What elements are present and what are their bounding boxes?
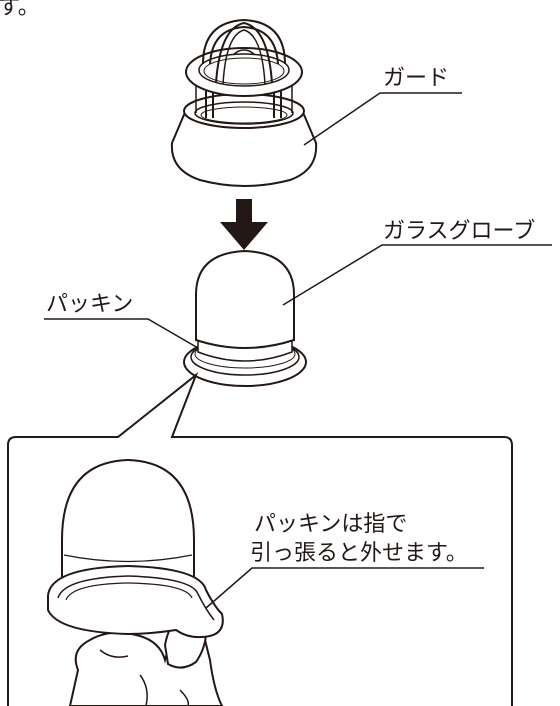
glass-globe-label: ガラスグローブ bbox=[383, 219, 535, 244]
guard-illustration bbox=[170, 18, 318, 187]
callout-text-line-2: 引っ張ると外せます。 bbox=[250, 541, 468, 566]
callout-text-line-1: パッキンは指で bbox=[254, 512, 407, 537]
top-text-fragment: す。 bbox=[0, 0, 40, 20]
glass-globe-illustration bbox=[183, 249, 307, 387]
callout-leader-line bbox=[205, 567, 484, 609]
packing-label: パッキン bbox=[46, 292, 133, 317]
guard-label: ガード bbox=[383, 66, 449, 91]
packing-removal-detail bbox=[47, 458, 224, 706]
packing-leader-line bbox=[44, 318, 199, 349]
down-arrow-icon bbox=[220, 199, 268, 250]
glass-globe-leader-line bbox=[282, 244, 552, 306]
guard-leader-line bbox=[303, 92, 462, 146]
